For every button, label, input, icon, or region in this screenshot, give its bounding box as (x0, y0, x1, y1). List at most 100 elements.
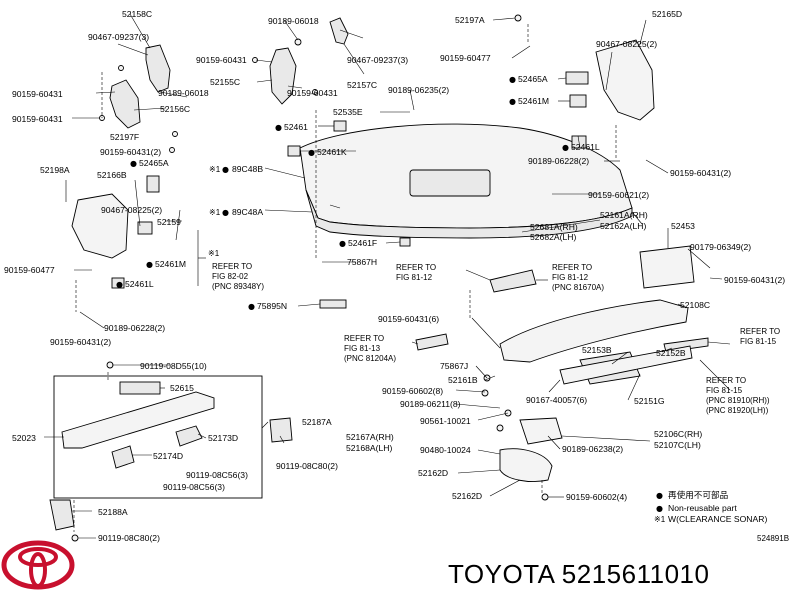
refer-to-label[interactable]: FIG 81-13 (344, 344, 381, 353)
part-number-label[interactable]: 89C48A (232, 207, 263, 217)
refer-to-label[interactable]: REFER TO (740, 327, 780, 336)
part-number-label[interactable]: 90119-08C80(2) (276, 461, 338, 471)
refer-to-label[interactable]: (PNC 81204A) (344, 354, 396, 363)
part-number-label[interactable]: 90467-08225(2) (596, 39, 657, 49)
part-number-label[interactable]: 52174D (153, 451, 183, 461)
part-number-label[interactable]: 52023 (12, 433, 36, 443)
part-number-label[interactable]: 52161B (448, 375, 478, 385)
part-number-label[interactable]: 52168A(LH) (346, 443, 392, 453)
part-number-label[interactable]: 52152B (656, 348, 686, 358)
part-number-label[interactable]: 90189-06235(2) (388, 85, 449, 95)
part-number-label[interactable]: 52166B (97, 170, 127, 180)
part-number-label[interactable]: 90467-09237(3) (347, 55, 408, 65)
part-number-label[interactable]: 52461M (518, 96, 549, 106)
part-number-label[interactable]: 89C48B (232, 164, 263, 174)
side-cover-52165d-icon (595, 39, 655, 121)
part-number-label[interactable]: 52681A(RH) (530, 222, 578, 232)
part-number-label[interactable]: 90159-60602(8) (382, 386, 443, 396)
part-number-label[interactable]: 52535E (333, 107, 363, 117)
part-number-label[interactable]: 90467-09237(3) (88, 32, 149, 42)
part-number-label[interactable]: 52157C (347, 80, 377, 90)
part-number-label[interactable]: 52151G (634, 396, 665, 406)
part-number-label[interactable]: 52197F (110, 132, 139, 142)
part-number-label[interactable]: 90159-60477 (4, 265, 55, 275)
part-number-label[interactable]: 52106C(RH) (654, 429, 702, 439)
part-number-label[interactable]: 52161A(RH) (600, 210, 648, 220)
part-number-label[interactable]: 90167-40057(6) (526, 395, 587, 405)
part-number-label[interactable]: 90189-06211(8) (400, 399, 461, 409)
part-number-label[interactable]: 52153B (582, 345, 612, 355)
part-number-label[interactable]: 75895N (257, 301, 287, 311)
refer-to-label[interactable]: REFER TO (344, 334, 384, 343)
part-number-label[interactable]: 90179-06349(2) (690, 242, 751, 252)
part-number-label[interactable]: 75867H (347, 257, 377, 267)
part-number-label[interactable]: 90119-08D55(10) (140, 361, 207, 371)
part-number-label[interactable]: 52165D (652, 9, 682, 19)
part-number-label[interactable]: 90561-10021 (420, 416, 471, 426)
part-number-label[interactable]: 90189-06018 (268, 16, 319, 26)
refer-to-label[interactable]: REFER TO (396, 263, 436, 272)
refer-to-label[interactable]: FIG 81-12 (396, 273, 433, 282)
part-number-label[interactable]: 52159 (157, 217, 181, 227)
refer-to-label[interactable]: FIG 81-15 (706, 386, 743, 395)
refer-to-label[interactable]: FIG 81-12 (552, 273, 589, 282)
part-number-label[interactable]: 90189-06228(2) (528, 156, 589, 166)
refer-to-label[interactable]: REFER TO (706, 376, 746, 385)
part-number-label[interactable]: 90159-60621(2) (588, 190, 649, 200)
part-number-label[interactable]: 52156C (160, 104, 190, 114)
refer-to-label[interactable]: (PNC 89348Y) (212, 282, 264, 291)
part-number-label[interactable]: 52167A(RH) (346, 432, 394, 442)
refer-to-label[interactable]: (PNC 81920(LH)) (706, 406, 769, 415)
part-number-label[interactable]: 52615 (170, 383, 194, 393)
part-number-label[interactable]: 52187A (302, 417, 332, 427)
part-number-label[interactable]: 52461L (571, 142, 600, 152)
refer-to-label[interactable]: (PNC 81910(RH)) (706, 396, 770, 405)
part-number-label[interactable]: 90159-60431(2) (100, 147, 161, 157)
part-number-label[interactable]: 52461F (348, 238, 377, 248)
part-number-label[interactable]: 52158C (122, 9, 152, 19)
refer-to-label[interactable]: FIG 81-15 (740, 337, 777, 346)
part-number-label[interactable]: 90119-08C80(2) (98, 533, 160, 543)
reinforcement-52023-icon (61, 391, 215, 449)
part-number-label[interactable]: 52188A (98, 507, 128, 517)
part-number-label[interactable]: 90159-60431 (12, 114, 63, 124)
part-number-label[interactable]: 52198A (40, 165, 70, 175)
part-number-label[interactable]: 52465A (139, 158, 169, 168)
part-number-label[interactable]: 52197A (455, 15, 485, 25)
part-number-label[interactable]: 90159-60431(6) (378, 314, 439, 324)
part-number-label[interactable]: 52162D (418, 468, 448, 478)
part-number-label[interactable]: 90467-08225(2) (101, 205, 162, 215)
part-number-label[interactable]: 52461L (125, 279, 154, 289)
part-number-label[interactable]: 52107C(LH) (654, 440, 701, 450)
part-number-label[interactable]: 52162A(LH) (600, 221, 646, 231)
part-number-label[interactable]: 90189-06238(2) (562, 444, 623, 454)
part-number-label[interactable]: 90480-10024 (420, 445, 471, 455)
part-number-label[interactable]: 90119-08C56(3) (163, 482, 225, 492)
part-number-label[interactable]: 75867J (440, 361, 468, 371)
part-number-label[interactable]: 52108C (680, 300, 710, 310)
part-number-label[interactable]: 52465A (518, 74, 548, 84)
part-number-label[interactable]: 90159-60431 (196, 55, 247, 65)
part-number-label[interactable]: 90159-60431 (287, 88, 338, 98)
refer-to-label[interactable]: (PNC 81670A) (552, 283, 604, 292)
part-number-label[interactable]: 90159-60431(2) (50, 337, 111, 347)
part-number-label[interactable]: 90189-06018 (158, 88, 209, 98)
part-number-label[interactable]: 52461K (317, 147, 347, 157)
refer-to-label[interactable]: REFER TO (552, 263, 592, 272)
part-number-label[interactable]: 90159-60431(2) (724, 275, 785, 285)
part-number-label[interactable]: 90159-60431(2) (670, 168, 731, 178)
part-number-label[interactable]: 52453 (671, 221, 695, 231)
part-number-label[interactable]: 52682A(LH) (530, 232, 576, 242)
part-number-label[interactable]: 90159-60477 (440, 53, 491, 63)
part-number-label[interactable]: 52162D (452, 491, 482, 501)
part-number-label[interactable]: 90189-06228(2) (104, 323, 165, 333)
part-number-label[interactable]: 52173D (208, 433, 238, 443)
part-number-label[interactable]: 52461M (155, 259, 186, 269)
part-number-label[interactable]: 90159-60602(4) (566, 492, 627, 502)
refer-to-label[interactable]: REFER TO (212, 262, 252, 271)
part-number-label[interactable]: 90159-60431 (12, 89, 63, 99)
refer-to-label[interactable]: FIG 82-02 (212, 272, 249, 281)
part-number-label[interactable]: 52155C (210, 77, 240, 87)
part-number-label[interactable]: 52461 (284, 122, 308, 132)
part-number-label[interactable]: 90119-08C56(3) (186, 470, 248, 480)
